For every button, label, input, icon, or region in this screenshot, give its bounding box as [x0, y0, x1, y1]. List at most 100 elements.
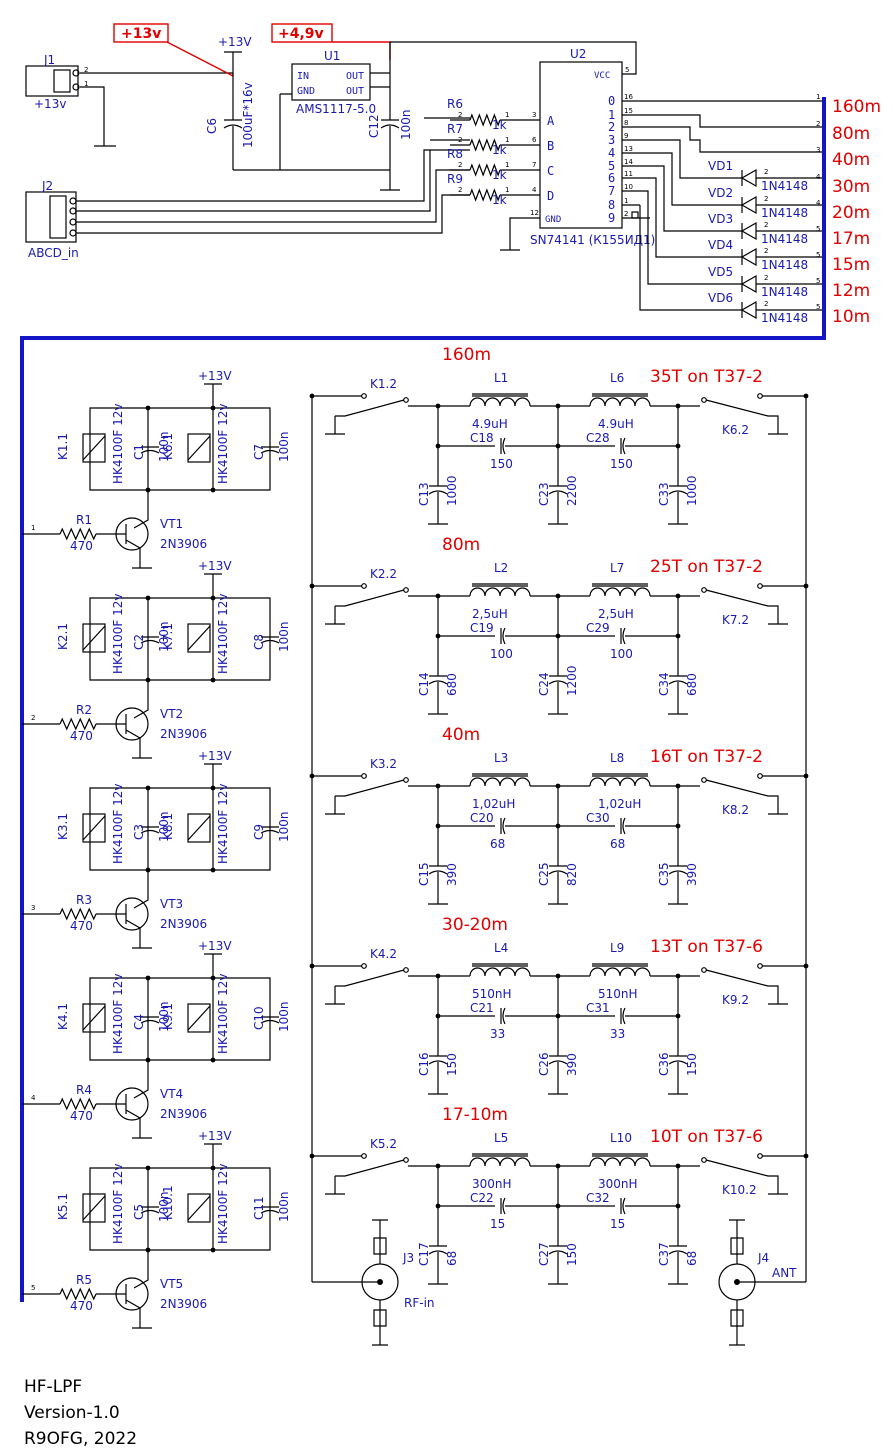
diode-pin-5: 2 — [764, 300, 768, 308]
k-out-ref-5: K10.1 — [161, 1185, 175, 1220]
bus-pin-3: 4 — [816, 173, 821, 181]
filter-winding-2: 25T on T37-2 — [650, 557, 763, 577]
res-pin-a-3: 2 — [458, 186, 462, 194]
cp1-value-4: 150 — [445, 1053, 459, 1076]
k-in-ref-3: K3.1 — [56, 813, 70, 840]
svg-text:GND: GND — [545, 215, 561, 225]
u2-out-9: 9 — [608, 211, 615, 225]
cs2-ref-5: C32 — [586, 1191, 610, 1205]
relay-coil — [187, 433, 211, 463]
label-13v-box — [113, 23, 169, 43]
footer: HF-LPF Version-1.0 R9OFG, 2022 — [24, 1377, 137, 1449]
res-value-2: 1k — [492, 168, 507, 182]
l1-ref-2: L2 — [494, 561, 508, 575]
relay-coil — [187, 813, 211, 843]
relay-coil — [82, 623, 106, 653]
band-label-8: 10m — [832, 307, 870, 327]
relay-coil — [187, 623, 211, 653]
filter-band-5: 17-10m — [442, 1105, 508, 1125]
svg-text:VCC: VCC — [594, 71, 610, 81]
cs2-ref-2: C29 — [586, 621, 610, 635]
u1-part: AMS1117-5.0 — [296, 102, 376, 116]
diode-part-1: 1N4148 — [761, 206, 808, 220]
svg-text:OUT: OUT — [346, 86, 364, 97]
k-out-contact-2: K7.2 — [722, 613, 749, 627]
k-out-contact-4: K9.2 — [722, 993, 749, 1007]
relay-part-k-out-5: HK4100F 12v — [216, 1163, 230, 1244]
cp2-value-4: 390 — [565, 1053, 579, 1076]
cp2-ref-3: C25 — [537, 862, 551, 886]
diode-ref-0: VD1 — [708, 159, 733, 173]
u2-out-8: 8 — [608, 198, 615, 212]
c12-value: 100n — [399, 109, 413, 140]
svg-text:IN: IN — [297, 71, 309, 82]
k-out-ref-2: K7.1 — [161, 623, 175, 650]
cp3-ref-5: C37 — [657, 1242, 671, 1266]
relay-part-k-out-2: HK4100F 12v — [216, 593, 230, 674]
k-in-ref-1: K1.1 — [56, 433, 70, 460]
cs2-ref-1: C28 — [586, 431, 610, 445]
diode-ref-1: VD2 — [708, 186, 733, 200]
cp3-ref-4: C36 — [657, 1052, 671, 1076]
cp2-value-3: 820 — [565, 863, 579, 886]
bus-pin-7: 5 — [816, 277, 820, 285]
c-a-ref-4: C4 — [132, 1014, 146, 1030]
vt-part-4: 2N3906 — [160, 1107, 207, 1121]
k-in-ref-4: K4.1 — [56, 1003, 70, 1030]
supply-13v-5: +13V — [198, 1129, 232, 1143]
relay-coil — [187, 1193, 211, 1223]
diode-ref-5: VD6 — [708, 291, 733, 305]
j1-ref: J1 — [43, 53, 55, 67]
cp3-value-2: 680 — [685, 673, 699, 696]
diode-ref-4: VD5 — [708, 265, 733, 279]
k-in-contact-5: K5.2 — [370, 1137, 397, 1151]
diode-section: VD11N41482VD21N41482VD31N41482VD41N41482… — [631, 100, 822, 325]
vt-ref-1: VT1 — [160, 517, 183, 531]
res-value-1: 1k — [492, 143, 507, 157]
cp1-value-1: 1000 — [445, 475, 459, 506]
c-a-value-4: 100n — [157, 1001, 171, 1032]
u2-decoder — [539, 61, 623, 229]
label-49v: +4,9v — [278, 26, 324, 42]
antenna-connector: J4 ANT — [718, 1219, 806, 1346]
power-section: J1 +13v 21 +13v +13V C6 100uF*16v U1 IN … — [25, 23, 637, 191]
l2-ref-5: L10 — [610, 1131, 632, 1145]
relay-part-k-in-1: HK4100F 12v — [111, 403, 125, 484]
cs2-value-4: 33 — [610, 1027, 625, 1041]
c-b-value-1: 100n — [277, 431, 291, 462]
l2-value-5: 300nH — [598, 1177, 638, 1191]
res-value-3: 1k — [492, 193, 507, 207]
cp2-value-5: 150 — [565, 1243, 579, 1266]
res-pin-a-1: 2 — [458, 136, 462, 144]
cp2-ref-1: C23 — [537, 482, 551, 506]
supply-13v-3: +13V — [198, 749, 232, 763]
filter-band-3: 40m — [442, 725, 480, 745]
bus-pin-5: 5 — [816, 225, 820, 233]
relay-coil — [82, 1003, 106, 1033]
k-in-contact-1: K1.2 — [370, 377, 397, 391]
relay-coil — [82, 813, 106, 843]
u2-out-pin-7: 10 — [624, 183, 633, 191]
k-in-contact-4: K4.2 — [370, 947, 397, 961]
cp2-value-2: 1200 — [565, 665, 579, 696]
l2-value-4: 510nH — [598, 987, 638, 1001]
res-pin-a-0: 2 — [458, 111, 462, 119]
l2-value-2: 2,5uH — [598, 607, 634, 621]
control-bus — [20, 97, 826, 1302]
diode-pin-3: 2 — [764, 247, 768, 255]
relay-part-k-out-3: HK4100F 12v — [216, 783, 230, 864]
l2-ref-1: L6 — [610, 371, 624, 385]
rf-in-connector: J3 RF-in — [312, 1219, 435, 1346]
band-label-3: 30m — [832, 177, 870, 197]
bus-in-pin-3: 3 — [31, 904, 35, 912]
r-value-5: 470 — [70, 1299, 93, 1313]
relay-part-k-out-1: HK4100F 12v — [216, 403, 230, 484]
band-label-7: 12m — [832, 281, 870, 301]
k-out-ref-4: K9.1 — [161, 1003, 175, 1030]
bus-pin-1: 2 — [816, 120, 820, 128]
j4-label: ANT — [772, 1266, 797, 1280]
diode-pin-2: 2 — [764, 221, 768, 229]
